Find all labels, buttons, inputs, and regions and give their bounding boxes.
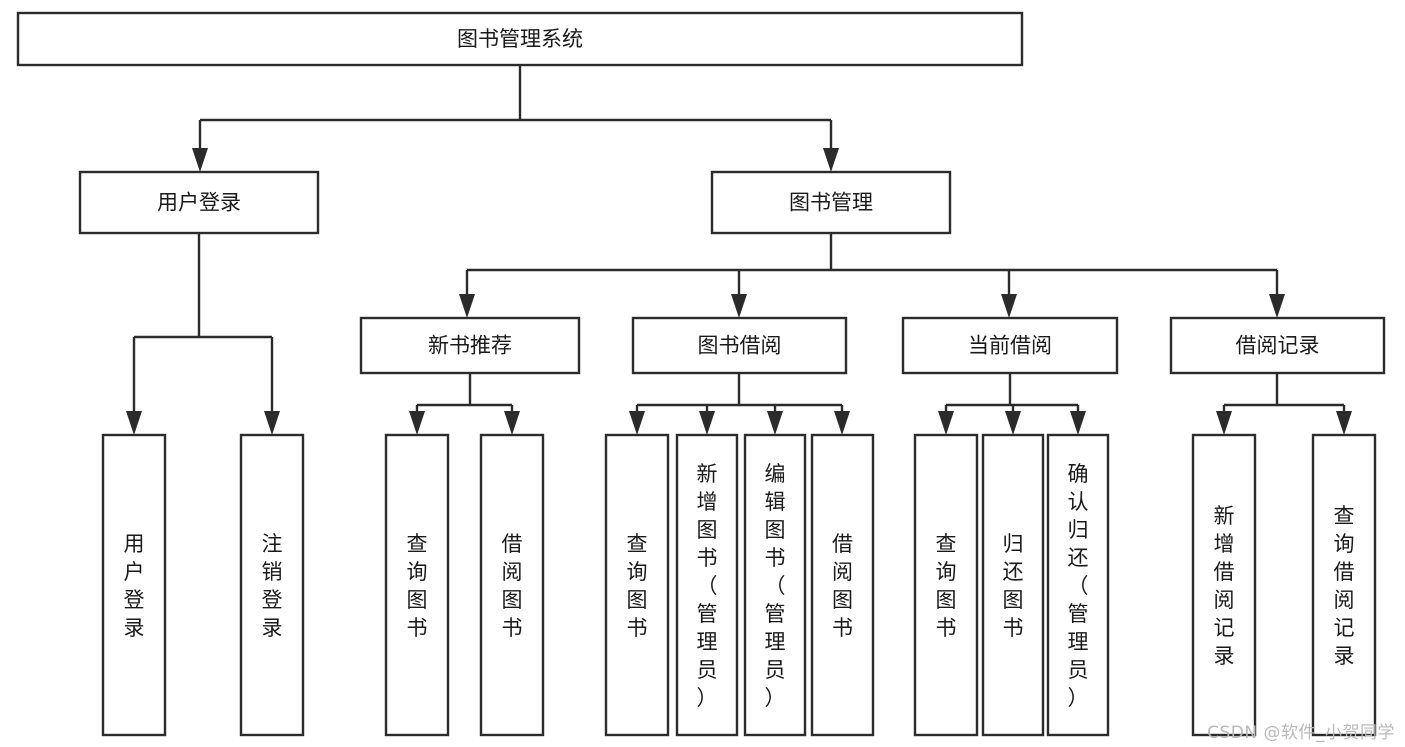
node-box-leaf-2[interactable] <box>239 433 305 737</box>
node-label-root: 图书管理系统 <box>457 27 583 51</box>
node-leaf-12[interactable]: 新增借阅记录 <box>1191 433 1257 737</box>
connector-group-cur-children <box>938 373 1086 435</box>
node-leaf-10[interactable]: 归还图书 <box>981 433 1045 737</box>
arrow-head-0 <box>1216 411 1232 435</box>
connector-group-rec-children <box>1216 373 1352 435</box>
node-label-leaf-5: 查询图书 <box>627 532 648 640</box>
node-box-leaf-10[interactable] <box>981 433 1045 737</box>
arrow-head-1 <box>504 411 520 435</box>
node-box-l2c[interactable] <box>901 316 1119 375</box>
node-label-leaf-7: 编辑图书（管理员） <box>765 462 786 710</box>
connector-group-books-children <box>459 233 1285 318</box>
arrow-head-3 <box>1269 294 1285 318</box>
node-box-leaf-9[interactable] <box>913 433 979 737</box>
node-label-leaf-10: 归还图书 <box>1003 532 1024 640</box>
arrow-head-2 <box>1070 411 1086 435</box>
node-label-l2b: 图书借阅 <box>698 334 782 358</box>
node-leaf-2[interactable]: 注销登录 <box>239 433 305 737</box>
arrow-head-3 <box>834 411 850 435</box>
node-box-leaf-1[interactable] <box>101 433 167 737</box>
node-box-leaf-8[interactable] <box>810 433 875 737</box>
node-box-leaf-11[interactable] <box>1046 433 1110 737</box>
node-l2b[interactable]: 图书借阅 <box>631 316 848 375</box>
node-l2a[interactable]: 新书推荐 <box>359 316 581 375</box>
arrow-head-1 <box>699 411 715 435</box>
connector-layer <box>126 65 1352 435</box>
arrow-head-2 <box>1001 294 1017 318</box>
node-label-leaf-4: 借阅图书 <box>502 532 523 640</box>
node-leaf-7[interactable]: 编辑图书（管理员） <box>743 433 807 737</box>
node-box-leaf-6[interactable] <box>675 433 739 737</box>
node-box-leaf-13[interactable] <box>1311 433 1377 737</box>
node-label-l2a: 新书推荐 <box>428 334 512 358</box>
node-box-leaf-12[interactable] <box>1191 433 1257 737</box>
node-l2d[interactable]: 借阅记录 <box>1169 316 1386 375</box>
node-label-l1b: 图书管理 <box>789 191 873 215</box>
arrow-head-1 <box>1336 411 1352 435</box>
node-leaf-4[interactable]: 借阅图书 <box>479 433 545 737</box>
node-l1b[interactable]: 图书管理 <box>710 170 952 235</box>
arrow-head-1 <box>731 294 747 318</box>
arrow-head-0 <box>459 294 475 318</box>
node-root[interactable]: 图书管理系统 <box>16 11 1024 67</box>
node-leaf-5[interactable]: 查询图书 <box>604 433 670 737</box>
connector-group-new-children <box>409 373 520 435</box>
node-label-l1a: 用户登录 <box>157 191 241 215</box>
arrow-head-0 <box>629 411 645 435</box>
node-label-leaf-9: 查询图书 <box>936 532 957 640</box>
node-leaf-13[interactable]: 查询借阅记录 <box>1311 433 1377 737</box>
arrow-head-1 <box>823 148 839 172</box>
node-leaf-11[interactable]: 确认归还（管理员） <box>1046 433 1110 737</box>
node-box-l2b[interactable] <box>631 316 848 375</box>
arrow-head-0 <box>192 148 208 172</box>
connector-group-lend-children <box>629 373 850 435</box>
arrow-head-1 <box>1005 411 1021 435</box>
node-l1a[interactable]: 用户登录 <box>78 170 320 235</box>
node-label-l2c: 当前借阅 <box>968 334 1052 358</box>
node-layer: 图书管理系统用户登录图书管理新书推荐图书借阅当前借阅借阅记录用户登录注销登录查询… <box>16 11 1386 737</box>
arrow-head-0 <box>409 411 425 435</box>
arrow-head-0 <box>938 411 954 435</box>
node-leaf-1[interactable]: 用户登录 <box>101 433 167 737</box>
arrow-head-1 <box>264 411 280 435</box>
node-label-leaf-1: 用户登录 <box>124 532 145 640</box>
node-box-l1a[interactable] <box>78 170 320 235</box>
arrow-head-2 <box>767 411 783 435</box>
connector-group-root-children <box>192 65 839 172</box>
node-box-l1b[interactable] <box>710 170 952 235</box>
node-l2c[interactable]: 当前借阅 <box>901 316 1119 375</box>
node-leaf-8[interactable]: 借阅图书 <box>810 433 875 737</box>
node-box-leaf-4[interactable] <box>479 433 545 737</box>
node-box-leaf-3[interactable] <box>384 433 450 737</box>
node-label-leaf-13: 查询借阅记录 <box>1334 504 1355 668</box>
node-box-l2d[interactable] <box>1169 316 1386 375</box>
node-box-l2a[interactable] <box>359 316 581 375</box>
node-label-leaf-6: 新增图书（管理员） <box>697 462 718 710</box>
node-label-leaf-3: 查询图书 <box>407 532 428 640</box>
node-label-leaf-11: 确认归还（管理员） <box>1068 462 1089 710</box>
node-label-leaf-8: 借阅图书 <box>832 532 853 640</box>
node-box-root[interactable] <box>16 11 1024 67</box>
connector-group-login-children <box>126 233 280 435</box>
node-label-leaf-2: 注销登录 <box>262 532 283 640</box>
node-label-l2d: 借阅记录 <box>1236 334 1320 358</box>
node-box-leaf-7[interactable] <box>743 433 807 737</box>
arrow-head-0 <box>126 411 142 435</box>
node-label-leaf-12: 新增借阅记录 <box>1214 504 1235 668</box>
node-leaf-6[interactable]: 新增图书（管理员） <box>675 433 739 737</box>
node-leaf-3[interactable]: 查询图书 <box>384 433 450 737</box>
node-box-leaf-5[interactable] <box>604 433 670 737</box>
node-leaf-9[interactable]: 查询图书 <box>913 433 979 737</box>
